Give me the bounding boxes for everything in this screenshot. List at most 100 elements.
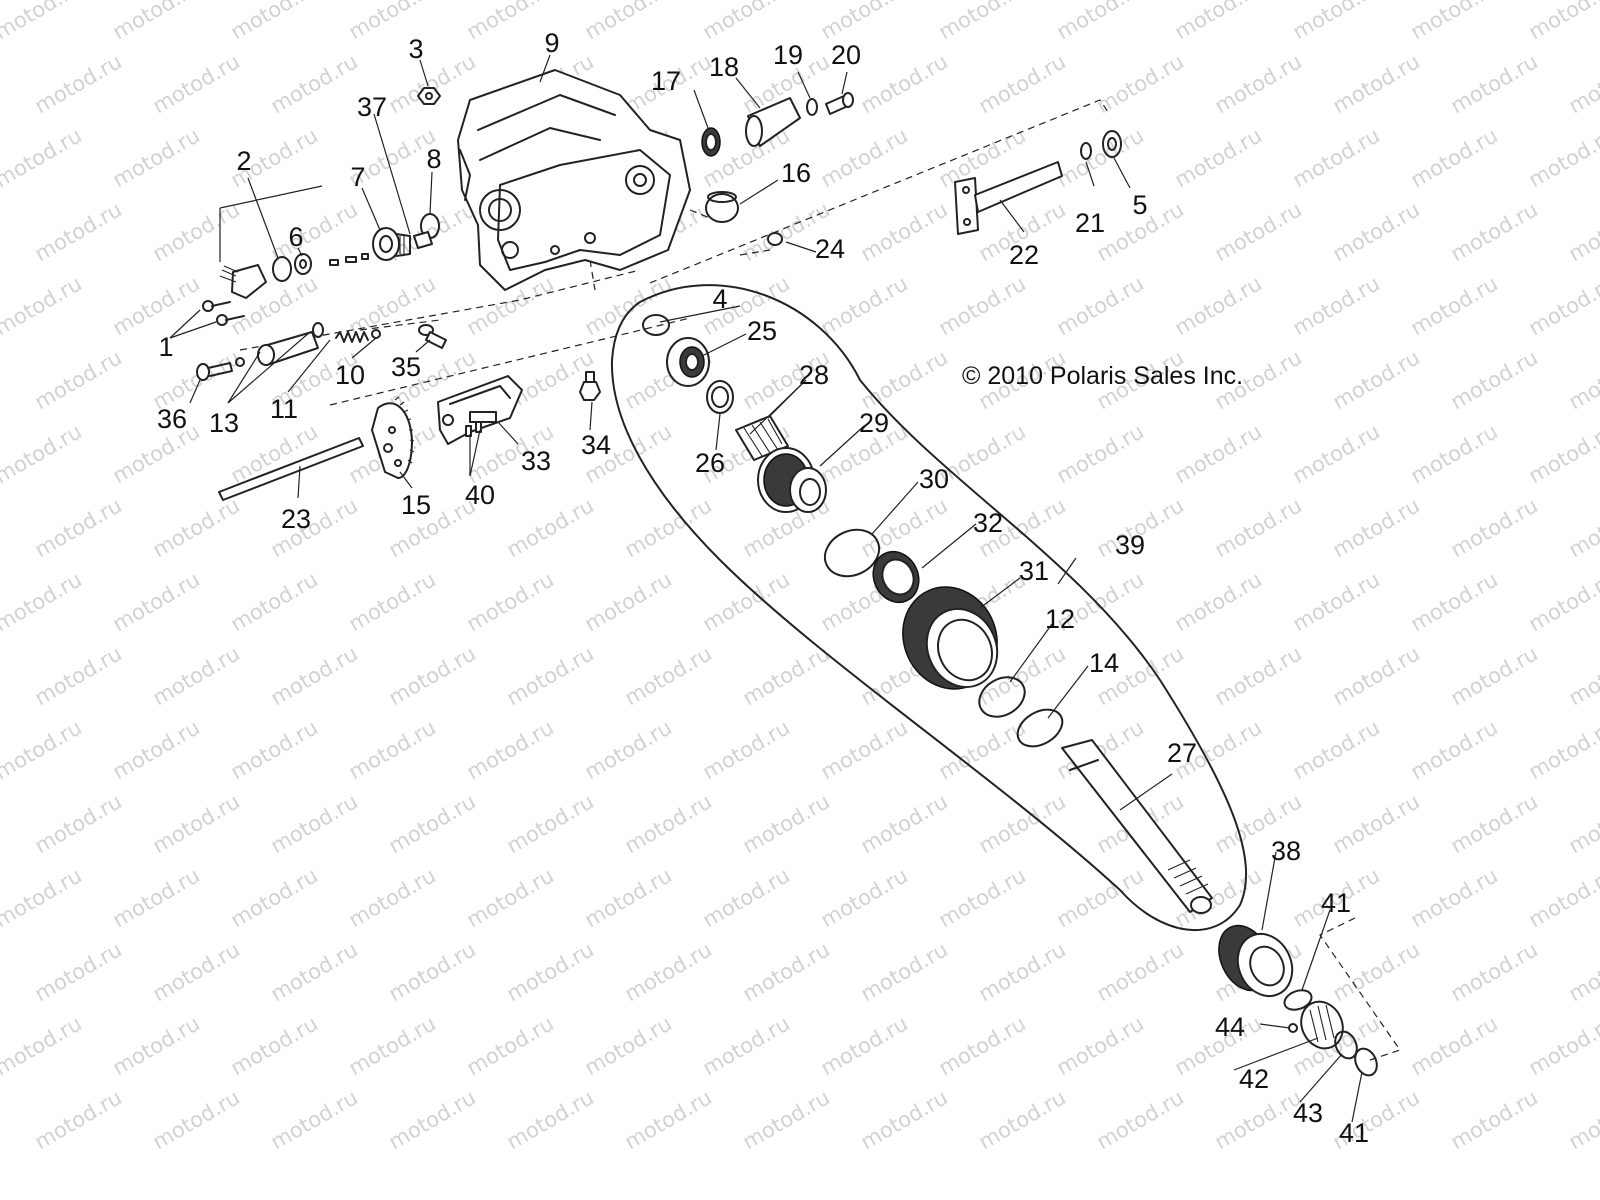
callout-40: 40 bbox=[465, 480, 495, 510]
callout-29: 29 bbox=[859, 408, 889, 438]
watermark-text: motod.ru bbox=[1525, 419, 1600, 488]
watermark-text: motod.ru bbox=[1053, 863, 1148, 932]
watermark-text: motod.ru bbox=[1447, 493, 1542, 562]
watermark-text: motod.ru bbox=[739, 789, 834, 858]
watermark-text: motod.ru bbox=[0, 863, 86, 932]
watermark-text: motod.ru bbox=[621, 789, 716, 858]
part-switch-assembly bbox=[219, 264, 267, 299]
watermark-text: motod.ru bbox=[109, 863, 204, 932]
watermark-text: motod.ru bbox=[1289, 567, 1384, 636]
watermark-text: motod.ru bbox=[1447, 345, 1542, 414]
callout-23: 23 bbox=[281, 504, 311, 534]
watermark-text: motod.ru bbox=[31, 789, 126, 858]
watermark-text: motod.ru bbox=[1565, 937, 1600, 1006]
watermark-text: motod.ru bbox=[857, 789, 952, 858]
watermark-text: motod.ru bbox=[385, 641, 480, 710]
callout-2: 2 bbox=[236, 146, 251, 176]
part-41-clip-upper bbox=[1283, 989, 1313, 1011]
watermark-text: motod.ru bbox=[1053, 0, 1148, 44]
watermark-text: motod.ru bbox=[1525, 0, 1600, 44]
watermark-text: motod.ru bbox=[267, 49, 362, 118]
part-3-nut bbox=[417, 87, 441, 105]
watermark-text: motod.ru bbox=[109, 567, 204, 636]
callout-22: 22 bbox=[1009, 240, 1039, 270]
watermark-text: motod.ru bbox=[857, 493, 952, 562]
callout-37: 37 bbox=[357, 92, 387, 122]
part-36-bolt bbox=[196, 357, 245, 381]
part-6-washer bbox=[294, 253, 312, 275]
callout-26: 26 bbox=[695, 448, 725, 478]
watermark-text: motod.ru bbox=[1329, 493, 1424, 562]
watermark-text: motod.ru bbox=[739, 1085, 834, 1154]
watermark-text: motod.ru bbox=[1289, 715, 1384, 784]
callout-14: 14 bbox=[1089, 648, 1119, 678]
part-41-clip-lower bbox=[1354, 1047, 1378, 1077]
watermark-text: motod.ru bbox=[1565, 197, 1600, 266]
watermark-text: motod.ru bbox=[1447, 197, 1542, 266]
watermark-text: motod.ru bbox=[0, 123, 86, 192]
part-21-clip bbox=[1080, 142, 1092, 160]
watermark-text: motod.ru bbox=[109, 1011, 204, 1080]
watermark-text: motod.ru bbox=[581, 1011, 676, 1080]
watermark-text: motod.ru bbox=[345, 1011, 440, 1080]
watermark-text: motod.ru bbox=[149, 1085, 244, 1154]
watermark-text: motod.ru bbox=[699, 863, 794, 932]
watermark-text: motod.ru bbox=[1407, 863, 1502, 932]
callout-42: 42 bbox=[1239, 1064, 1269, 1094]
watermark-text: motod.ru bbox=[149, 937, 244, 1006]
callout-36: 36 bbox=[157, 404, 187, 434]
callout-28: 28 bbox=[799, 360, 829, 390]
watermark-text: motod.ru bbox=[699, 715, 794, 784]
part-15-shift-drum bbox=[371, 396, 415, 479]
callout-13: 13 bbox=[209, 408, 239, 438]
watermark-text: motod.ru bbox=[109, 271, 204, 340]
watermark-text: motod.ru bbox=[817, 715, 912, 784]
watermark-text: motod.ru bbox=[0, 1011, 86, 1080]
callout-10: 10 bbox=[335, 360, 365, 390]
callout-24: 24 bbox=[815, 234, 845, 264]
watermark-text: motod.ru bbox=[149, 197, 244, 266]
part-42-bearing-cage bbox=[1300, 1000, 1344, 1050]
callout-41-lower: 41 bbox=[1339, 1118, 1369, 1148]
watermark-text: motod.ru bbox=[1407, 1011, 1502, 1080]
watermark-text: motod.ru bbox=[621, 1085, 716, 1154]
part-10-ball bbox=[371, 329, 381, 339]
watermark-text: motod.ru bbox=[149, 641, 244, 710]
watermark-text: motod.ru bbox=[1525, 123, 1600, 192]
part-27-main-shaft bbox=[1061, 739, 1213, 914]
watermark-text: motod.ru bbox=[463, 863, 558, 932]
watermark-text: motod.ru bbox=[1211, 49, 1306, 118]
watermark-text: motod.ru bbox=[857, 49, 952, 118]
part-1-screws bbox=[202, 300, 245, 326]
watermark-text: motod.ru bbox=[1525, 863, 1600, 932]
watermark-text: motod.ru bbox=[267, 197, 362, 266]
watermark-text: motod.ru bbox=[1053, 271, 1148, 340]
part-40-pins bbox=[465, 421, 482, 437]
watermark-text: motod.ru bbox=[1407, 271, 1502, 340]
callout-32: 32 bbox=[973, 508, 1003, 538]
watermark-text: motod.ru bbox=[345, 567, 440, 636]
watermark-text: motod.ru bbox=[1211, 197, 1306, 266]
watermark-text: motod.ru bbox=[1211, 641, 1306, 710]
watermark-text: motod.ru bbox=[1525, 715, 1600, 784]
watermark-text: motod.ru bbox=[581, 715, 676, 784]
watermark-text: motod.ru bbox=[267, 789, 362, 858]
part-18-tapered-cap bbox=[745, 97, 801, 147]
watermark-text: motod.ru bbox=[817, 863, 912, 932]
watermark-text: motod.ru bbox=[31, 641, 126, 710]
callout-27: 27 bbox=[1167, 738, 1197, 768]
watermark-text: motod.ru bbox=[1093, 49, 1188, 118]
watermark-text: motod.ru bbox=[1525, 567, 1600, 636]
watermark-text: motod.ru bbox=[503, 493, 598, 562]
watermark-text: motod.ru bbox=[975, 49, 1070, 118]
watermark-text: motod.ru bbox=[581, 0, 676, 44]
watermark-text: motod.ru bbox=[1171, 0, 1266, 44]
watermark-text: motod.ru bbox=[621, 493, 716, 562]
watermark-text: motod.ru bbox=[857, 345, 952, 414]
watermark-text: motod.ru bbox=[1053, 123, 1148, 192]
watermark-text: motod.ru bbox=[385, 1085, 480, 1154]
watermark-text: motod.ru bbox=[503, 789, 598, 858]
watermark-text: motod.ru bbox=[0, 271, 86, 340]
part-5-washer bbox=[1102, 130, 1122, 158]
callout-20: 20 bbox=[831, 40, 861, 70]
